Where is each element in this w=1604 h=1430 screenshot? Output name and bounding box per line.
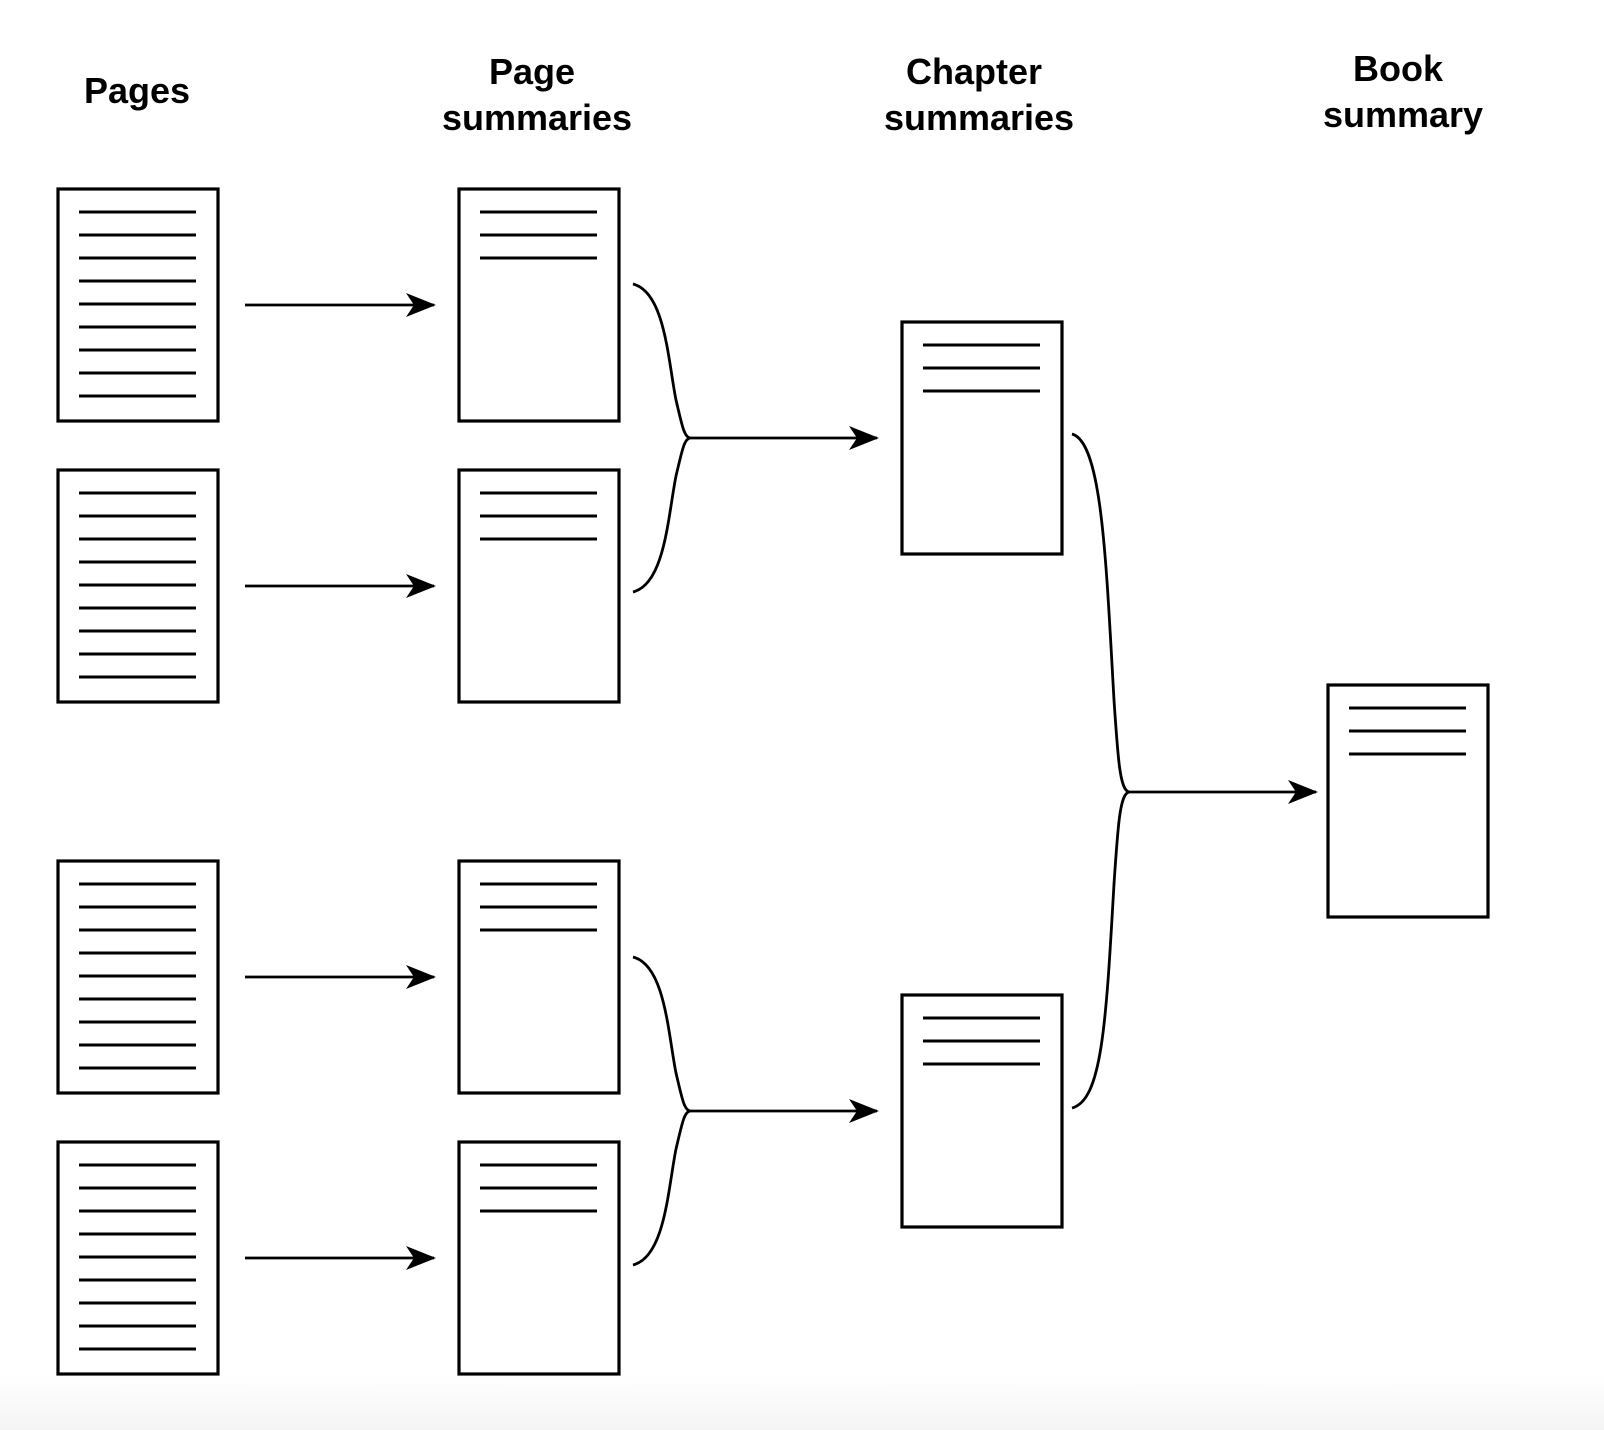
merge-bracket — [1071, 432, 1130, 1110]
book-summary-title-line1: Book — [1353, 48, 1444, 89]
pages-title-line1: Pages — [84, 70, 190, 111]
book-summary-title-line2: summary — [1323, 94, 1483, 135]
book-summary-column-title: Book summary — [1323, 48, 1483, 135]
chapter-summaries-column-title: Chapter summaries — [884, 51, 1074, 138]
page-document — [56, 468, 220, 704]
chapter-summaries-title-line2: summaries — [884, 97, 1074, 138]
page-summaries-title-line2: summaries — [442, 97, 632, 138]
chapter-summary-document — [900, 993, 1064, 1229]
page-summary-document — [457, 1140, 621, 1376]
merge-bracket — [632, 955, 691, 1267]
page-document — [56, 859, 220, 1095]
chapter-summaries-title-line1: Chapter — [906, 51, 1042, 92]
page-document — [56, 187, 220, 423]
page-summaries-title-line1: Page — [489, 51, 575, 92]
book-summary-document — [1326, 683, 1490, 919]
page-document — [56, 1140, 220, 1376]
page-summary-document — [457, 187, 621, 423]
merge-bracket — [632, 282, 691, 594]
page-summary-document — [457, 468, 621, 704]
bottom-edge-shade — [0, 1375, 1604, 1430]
pages-column-title: Pages — [84, 70, 190, 111]
page-summaries-column-title: Page summaries — [442, 51, 632, 138]
chapter-summary-document — [900, 320, 1064, 556]
page-summary-document — [457, 859, 621, 1095]
